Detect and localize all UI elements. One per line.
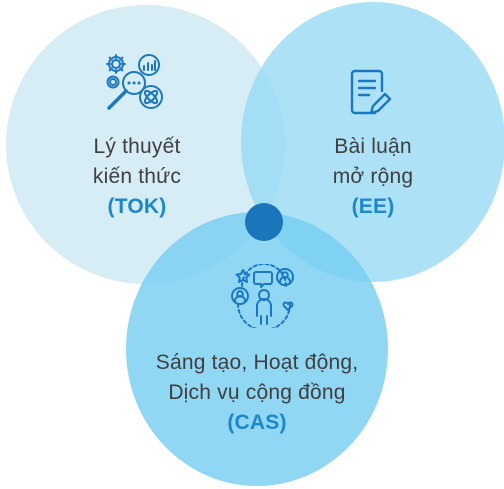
ee-line1: Bài luận: [334, 135, 412, 158]
label-cas: Sáng tạo, Hoạt động, Dịch vụ cộng đồng (…: [122, 348, 392, 438]
circle-cas: [126, 212, 388, 486]
cas-abbr: (CAS): [227, 411, 287, 434]
research-gears-magnifier-icon: [106, 54, 163, 110]
tok-abbr: (TOK): [107, 195, 167, 218]
label-ee: Bài luận mở rộng (EE): [283, 132, 463, 222]
center-dot: [245, 203, 283, 241]
tok-line1: Lý thuyết: [93, 135, 181, 158]
community-people-icon: [231, 264, 294, 328]
ee-abbr: (EE): [351, 195, 395, 218]
cas-line2: Dịch vụ cộng đồng: [168, 381, 346, 404]
document-pen-icon: [350, 69, 392, 115]
label-tok: Lý thuyết kiến thức (TOK): [42, 132, 232, 222]
cas-line1: Sáng tạo, Hoạt động,: [155, 351, 359, 374]
ee-line2: mở rộng: [332, 165, 414, 188]
tok-line2: kiến thức: [92, 165, 182, 188]
